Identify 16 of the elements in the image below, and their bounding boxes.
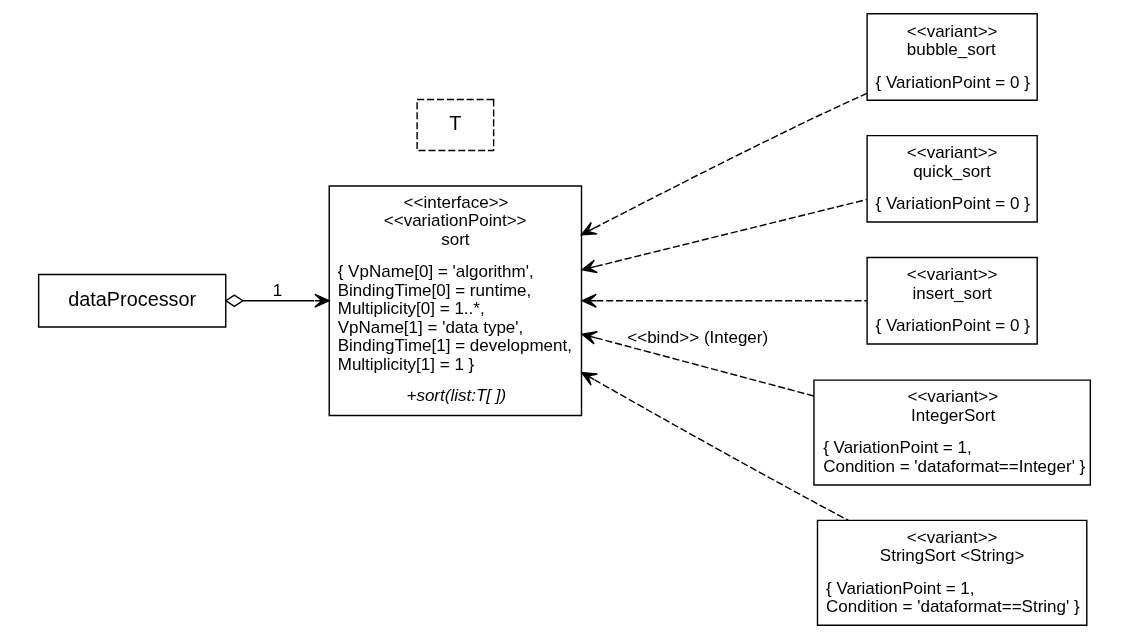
arrow: [581, 293, 868, 308]
node-box: <<variant>> insert_sort { VariationPoint = 0 }: [866, 256, 1038, 345]
node-box: <<variant>> IntegerSort { VariationPoint = 1, Condition = 'dataformat==Integer' }: [813, 379, 1092, 486]
edge-label: 1: [272, 280, 283, 300]
node-box: <<variant>> quick_sort { VariationPoint = 0 }: [866, 134, 1038, 223]
arrow: [224, 293, 330, 308]
node-box: dataProcessor: [37, 273, 227, 328]
arrow: [581, 371, 849, 521]
node-box: <<variant>> StringSort <String> { VariationPoint = 1, Condition = 'dataformat==String' }: [816, 519, 1088, 626]
edge-label: <<bind>> (Integer): [627, 327, 769, 347]
arrow: [580, 92, 868, 236]
node-box: <<interface>> <<variationPoint>> sort { VpName[0] = 'algorithm', BindingTime[0] = runtime, Multiplicity[0] = 1..*, VpName[1] = 'data type', BindingTime[1] = development, Multiplicity[1] = 1 } +sort(list:T[ ]): [328, 185, 583, 417]
node-box: <<variant>> bubble_sort { VariationPoint = 0 }: [866, 13, 1038, 101]
arrow: [581, 330, 815, 397]
arrow: [581, 198, 868, 274]
node-box: T: [416, 98, 495, 152]
